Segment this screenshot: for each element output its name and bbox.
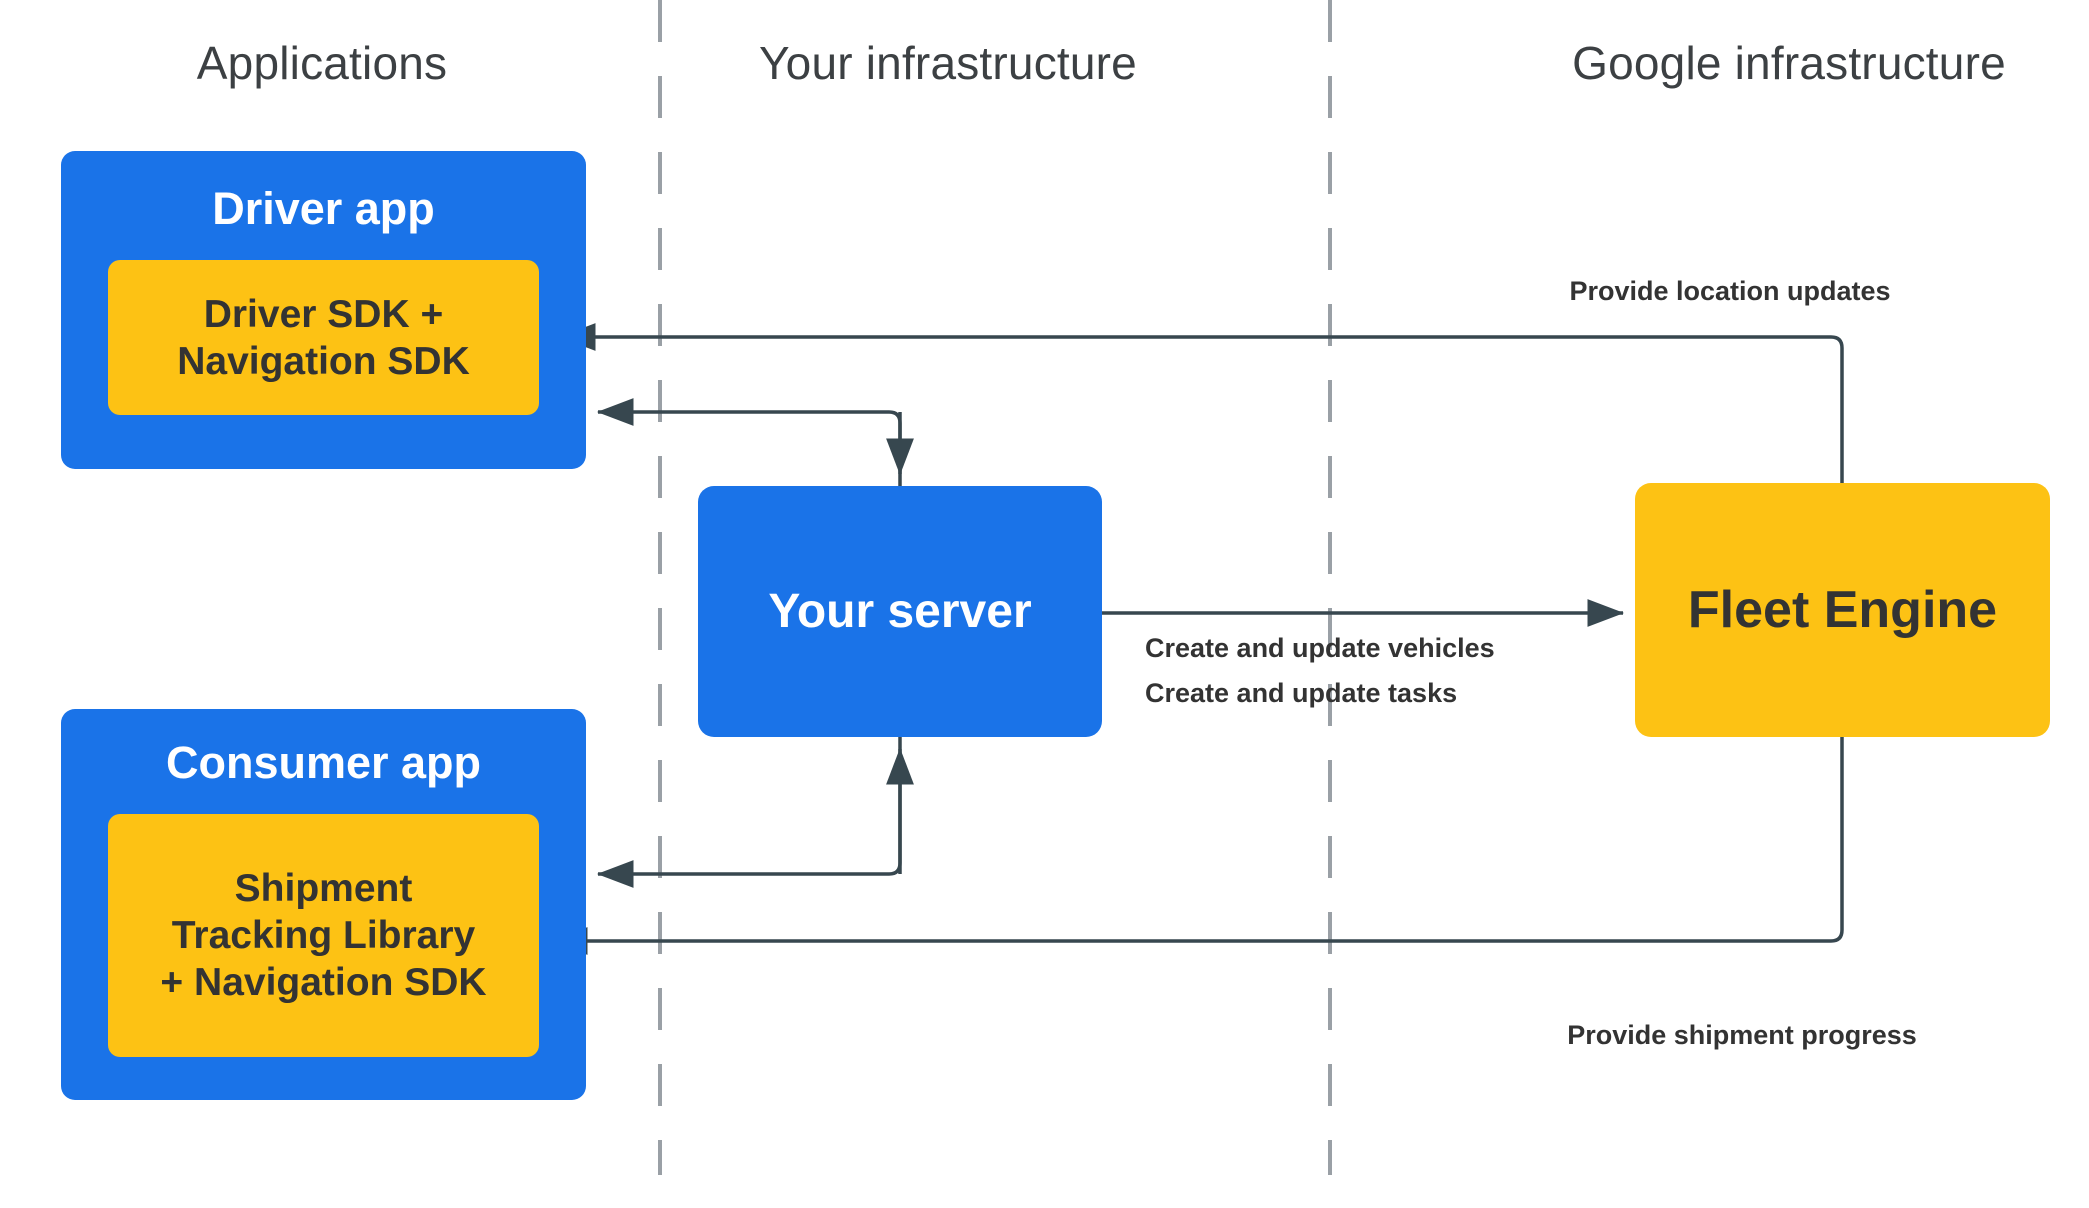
edge-label-location-updates: Provide location updates bbox=[1569, 276, 1891, 306]
node-consumer-app[interactable]: Consumer app Shipment Tracking Library +… bbox=[61, 709, 586, 1100]
your-server-label: Your server bbox=[768, 585, 1032, 638]
column-title-applications: Applications bbox=[196, 37, 448, 89]
node-driver-app[interactable]: Driver app Driver SDK + Navigation SDK bbox=[61, 151, 586, 469]
edge-shipment-progress bbox=[550, 737, 1844, 955]
edge-label-create-update-vehicles: Create and update vehicles bbox=[1145, 633, 1495, 663]
node-driver-sdk[interactable]: Driver SDK + Navigation SDK bbox=[108, 260, 539, 415]
edge-server-to-consumer-app bbox=[596, 737, 902, 888]
node-shipment-tracking-library[interactable]: Shipment Tracking Library + Navigation S… bbox=[108, 814, 539, 1057]
shipment-tracking-line-3: + Navigation SDK bbox=[160, 961, 487, 1004]
node-your-server[interactable]: Your server bbox=[698, 486, 1102, 737]
column-title-your-infrastructure: Your infrastructure bbox=[759, 37, 1137, 89]
node-fleet-engine[interactable]: Fleet Engine bbox=[1635, 483, 2050, 737]
column-title-google-infrastructure: Google infrastructure bbox=[1572, 37, 2006, 89]
shipment-tracking-line-2: Tracking Library bbox=[171, 914, 476, 957]
shipment-tracking-label: Shipment Tracking Library + Navigation S… bbox=[152, 865, 494, 1006]
driver-app-label: Driver app bbox=[212, 183, 435, 234]
driver-sdk-label: Driver SDK + Navigation SDK bbox=[169, 291, 478, 385]
edge-location-updates bbox=[558, 323, 1844, 483]
driver-sdk-line-2: Navigation SDK bbox=[177, 339, 470, 383]
consumer-app-label: Consumer app bbox=[165, 737, 482, 788]
edge-server-to-driver-app bbox=[596, 398, 902, 486]
shipment-tracking-line-1: Shipment bbox=[234, 867, 413, 910]
edge-label-create-update-tasks: Create and update tasks bbox=[1145, 678, 1458, 708]
fleet-engine-label: Fleet Engine bbox=[1687, 581, 1998, 639]
driver-sdk-line-1: Driver SDK + bbox=[203, 292, 444, 336]
edge-label-shipment-progress: Provide shipment progress bbox=[1567, 1020, 1917, 1050]
